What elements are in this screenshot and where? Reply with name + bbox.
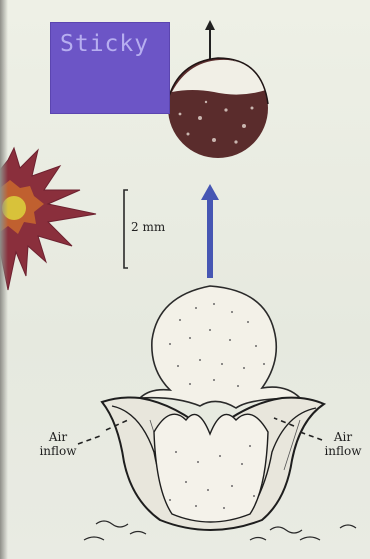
volva-cup — [102, 398, 324, 531]
sticky-note-text: Sticky — [60, 30, 168, 59]
small-up-arrow — [205, 20, 215, 60]
air-inflow-right-label: Air inflow — [323, 430, 363, 458]
scale-bar-label: 2 mm — [131, 220, 165, 234]
starburst-icon — [0, 148, 96, 290]
spore-ball — [168, 58, 268, 158]
scale-bar — [124, 190, 128, 268]
blue-up-arrow — [201, 184, 219, 278]
sticky-note: Sticky — [50, 22, 170, 114]
air-inflow-left-label: Air inflow — [38, 430, 78, 458]
peridium-cap — [140, 286, 300, 408]
